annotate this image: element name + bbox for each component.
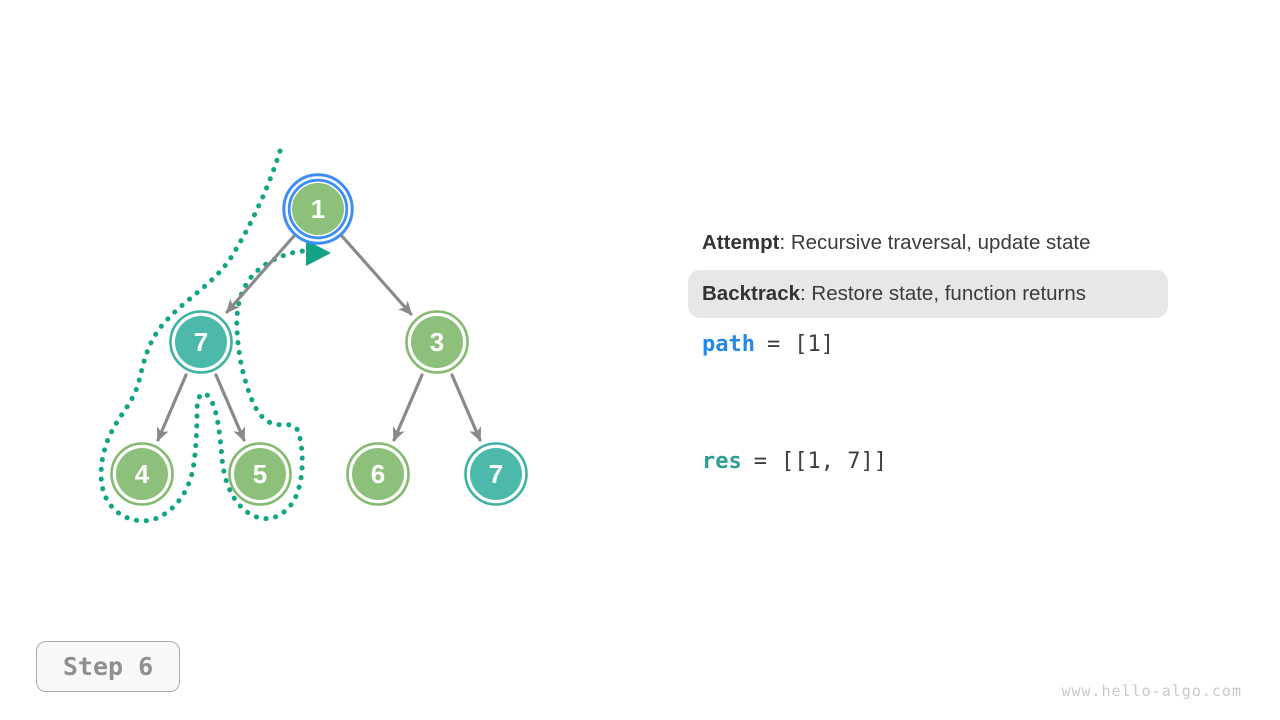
path-state-line: path = [1] bbox=[702, 331, 834, 359]
backtrack-legend-box: Backtrack: Restore state, function retur… bbox=[688, 270, 1168, 318]
path-equals-sign: = bbox=[766, 332, 781, 357]
node-value: 3 bbox=[430, 327, 444, 357]
node-value: 5 bbox=[253, 459, 267, 489]
attempt-label: Attempt bbox=[702, 231, 780, 254]
edge-3-7 bbox=[450, 373, 482, 442]
node-fill bbox=[116, 448, 168, 500]
edge-1-3 bbox=[339, 233, 413, 316]
tree-node-7-left: 7 bbox=[169, 310, 233, 374]
path-value: [1] bbox=[794, 332, 834, 357]
edge-3-6 bbox=[392, 373, 424, 442]
res-equals-sign: = bbox=[753, 449, 767, 474]
tree-node-6: 6 bbox=[346, 442, 410, 506]
node-fill bbox=[292, 183, 344, 235]
node-fill bbox=[175, 316, 227, 368]
attempt-legend-line: Attempt: Recursive traversal, update sta… bbox=[702, 230, 1091, 256]
backtrack-trace-arrowhead-icon bbox=[306, 240, 331, 266]
node-value: 7 bbox=[489, 459, 503, 489]
watermark-text: www.hello-algo.com bbox=[1061, 682, 1242, 700]
tree-node-3: 3 bbox=[405, 310, 469, 374]
attempt-text: : Recursive traversal, update state bbox=[779, 231, 1091, 254]
node-ring bbox=[346, 442, 410, 506]
step-label: Step 6 bbox=[62, 652, 154, 681]
node-ring bbox=[228, 442, 292, 506]
tree-diagram: 1 7 3 4 5 6 bbox=[98, 148, 528, 524]
node-fill bbox=[352, 448, 404, 500]
backtrack-label: Backtrack bbox=[702, 282, 801, 305]
node-fill bbox=[411, 316, 463, 368]
edge-7-4 bbox=[156, 373, 188, 442]
node-value: 1 bbox=[311, 194, 325, 224]
node-ring bbox=[405, 310, 469, 374]
res-value: [[1, 7]] bbox=[781, 449, 887, 474]
res-state-line: res = [[1, 7]] bbox=[702, 448, 887, 476]
tree-node-1: 1 bbox=[282, 173, 354, 245]
node-fill bbox=[234, 448, 286, 500]
path-variable-name: path bbox=[702, 332, 755, 357]
node-value: 4 bbox=[135, 459, 150, 489]
tree-edges bbox=[156, 233, 482, 442]
edge-7-5 bbox=[214, 373, 246, 442]
node-highlight-ring-outer bbox=[282, 173, 354, 245]
node-value: 7 bbox=[194, 327, 208, 357]
node-fill bbox=[470, 448, 522, 500]
tree-node-5: 5 bbox=[228, 442, 292, 506]
backtrack-text: : Restore state, function returns bbox=[800, 282, 1087, 305]
res-variable-name: res bbox=[702, 449, 742, 474]
step-badge: Step 6 bbox=[36, 641, 180, 692]
tree-node-7-right: 7 bbox=[464, 442, 528, 506]
tree-node-4: 4 bbox=[110, 442, 174, 506]
node-ring bbox=[464, 442, 528, 506]
node-value: 6 bbox=[371, 459, 385, 489]
node-ring bbox=[169, 310, 233, 374]
backtrack-trace-path bbox=[98, 148, 306, 524]
edge-1-7 bbox=[225, 234, 296, 314]
node-ring bbox=[110, 442, 174, 506]
node-highlight-ring-inner bbox=[287, 178, 349, 240]
